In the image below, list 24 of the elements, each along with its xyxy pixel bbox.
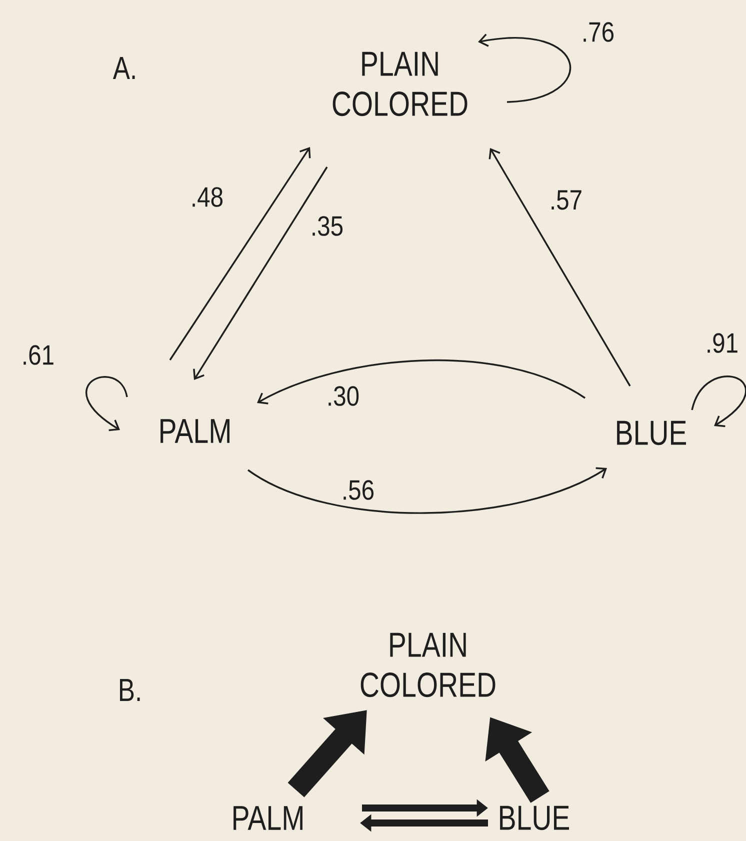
state-label: PALM [160, 419, 230, 443]
state-label: PALM [234, 806, 302, 830]
arrow [257, 360, 586, 404]
panel-label: A. [112, 56, 135, 79]
arrow [193, 166, 328, 380]
probability-label: .91 [704, 332, 740, 354]
probability-label: .61 [20, 344, 56, 366]
probability-label: .30 [325, 384, 361, 408]
probability-label: .48 [189, 186, 225, 208]
state-label: PLAIN COLORED [332, 52, 468, 116]
loop-arrow [86, 376, 128, 432]
probability-label: .56 [340, 478, 376, 502]
loop-arrow [478, 34, 571, 103]
arrow [488, 148, 631, 386]
state-label: BLUE [617, 420, 686, 446]
probability-label: .76 [580, 20, 616, 44]
probability-label: .57 [548, 188, 584, 212]
state-label: BLUE [500, 806, 570, 830]
arrow [248, 467, 607, 514]
state-label: PLAIN COLORED [360, 632, 496, 698]
arrow [169, 147, 311, 360]
loop-arrow [691, 376, 746, 428]
probability-label: .35 [309, 214, 345, 238]
panel-label: B. [120, 679, 140, 702]
